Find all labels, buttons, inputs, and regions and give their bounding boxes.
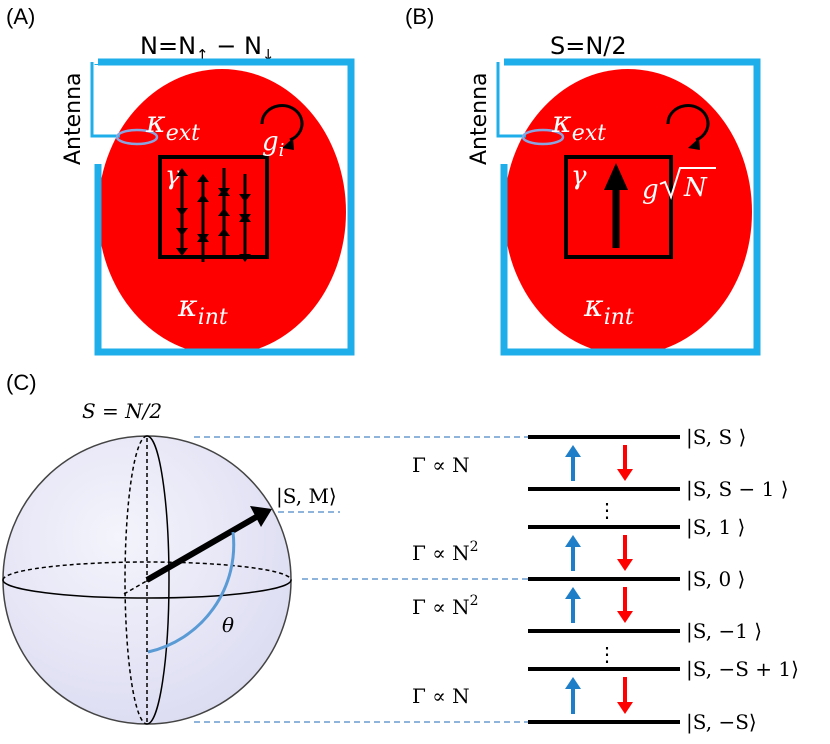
sqrt-sign — [659, 167, 716, 200]
collective-spin-arrowhead — [604, 163, 628, 190]
spin-arrows-a — [176, 168, 251, 262]
meridian-front — [146, 435, 170, 725]
level-label: |S, −1 ⟩ — [686, 619, 762, 644]
absorption-arrow — [565, 445, 581, 481]
dicke-ladder: |S, S ⟩ |S, S − 1 ⟩ |S, 1 ⟩ |S, 0 ⟩ |S, −1 ⟩… — [528, 425, 799, 735]
panel-a: (A) N=N↑ − N↓ Antenna κext κint γ gi — [6, 4, 355, 356]
coupling-arc-b — [666, 104, 710, 142]
resonator-a — [94, 58, 355, 356]
antenna-label-a: Antenna — [61, 72, 86, 165]
panel-c-label: (C) — [6, 370, 37, 395]
ellipsis-upper: ⋮ — [597, 498, 617, 522]
theta-arc — [147, 531, 236, 654]
antenna-line-b — [496, 62, 526, 138]
emission-arrow — [617, 587, 633, 623]
emission-arrow — [617, 535, 633, 571]
panel-b-label: (B) — [405, 4, 434, 29]
kappa-ext-a: κext — [145, 105, 200, 146]
coupling-arrowhead-b — [688, 138, 700, 150]
transition-arrows — [565, 445, 633, 714]
spin-arrow-up — [218, 228, 230, 256]
coupling-arc-a — [260, 104, 304, 142]
level-label: |S, −S + 1⟩ — [686, 657, 799, 682]
rate-label-4: Γ ∝ N — [412, 684, 470, 708]
absorption-arrow — [565, 535, 581, 571]
coupling-g-b: g — [642, 175, 659, 205]
panel-a-label: (A) — [6, 4, 35, 29]
cavity-b — [504, 69, 752, 355]
theta-label: θ — [222, 613, 234, 637]
spin-arrow-up — [197, 234, 209, 262]
absorption-arrow — [565, 587, 581, 623]
equator-back — [2, 561, 292, 581]
rate-label-1: Γ ∝ N — [412, 453, 470, 477]
spin-ensemble-box-b — [564, 155, 673, 259]
state-vector — [145, 513, 260, 583]
emission-arrow — [617, 677, 633, 714]
kappa-ext-b: κext — [551, 105, 606, 146]
panel-c: (C) S = N/2 θ |S, M⟩ |S, S ⟩|S, S − 1 ⟩|… — [2, 370, 799, 735]
sphere-title: S = N/2 — [82, 399, 162, 423]
panel-b-title: S=N/2 — [550, 32, 627, 60]
panel-b: (B) S=N/2 Antenna κext κint γ g N — [405, 4, 761, 356]
kappa-int-b: κint — [583, 289, 634, 330]
emission-arrow — [617, 445, 633, 481]
coupling-loop-a — [115, 128, 159, 146]
kappa-int-a: κint — [177, 289, 228, 330]
state-vector-head — [250, 506, 272, 527]
antenna-label-b: Antenna — [467, 72, 492, 165]
equator-front — [2, 579, 292, 599]
level-label: |S, S ⟩ — [686, 425, 746, 450]
coupling-arrowhead-a — [282, 138, 294, 150]
spin-arrow-down — [176, 228, 188, 256]
level-label: |S, 0 ⟩ — [686, 567, 745, 592]
spin-arrow-down — [239, 234, 251, 262]
gamma-b: γ — [571, 161, 587, 191]
antenna-line-a — [90, 62, 120, 138]
level-label: |S, 1 ⟩ — [686, 515, 745, 540]
rate-label-2: Γ ∝ N2 — [412, 539, 479, 565]
gamma-a: γ — [165, 161, 181, 191]
meridian-back — [124, 435, 148, 725]
state-ket-label: |S, M⟩ — [276, 484, 337, 509]
spin-ensemble-box-a — [158, 155, 269, 259]
resonator-b — [500, 58, 761, 356]
rate-label-3: Γ ∝ N2 — [412, 593, 479, 619]
coupling-g-a: gi — [262, 127, 284, 161]
ellipsis-lower: ⋮ — [597, 642, 617, 666]
absorption-arrow — [565, 677, 581, 714]
coupling-sqrt-n: N — [683, 173, 708, 203]
level-label: |S, S − 1 ⟩ — [686, 477, 789, 502]
level-label: |S, −S⟩ — [686, 710, 757, 735]
coupling-loop-b — [521, 128, 565, 146]
